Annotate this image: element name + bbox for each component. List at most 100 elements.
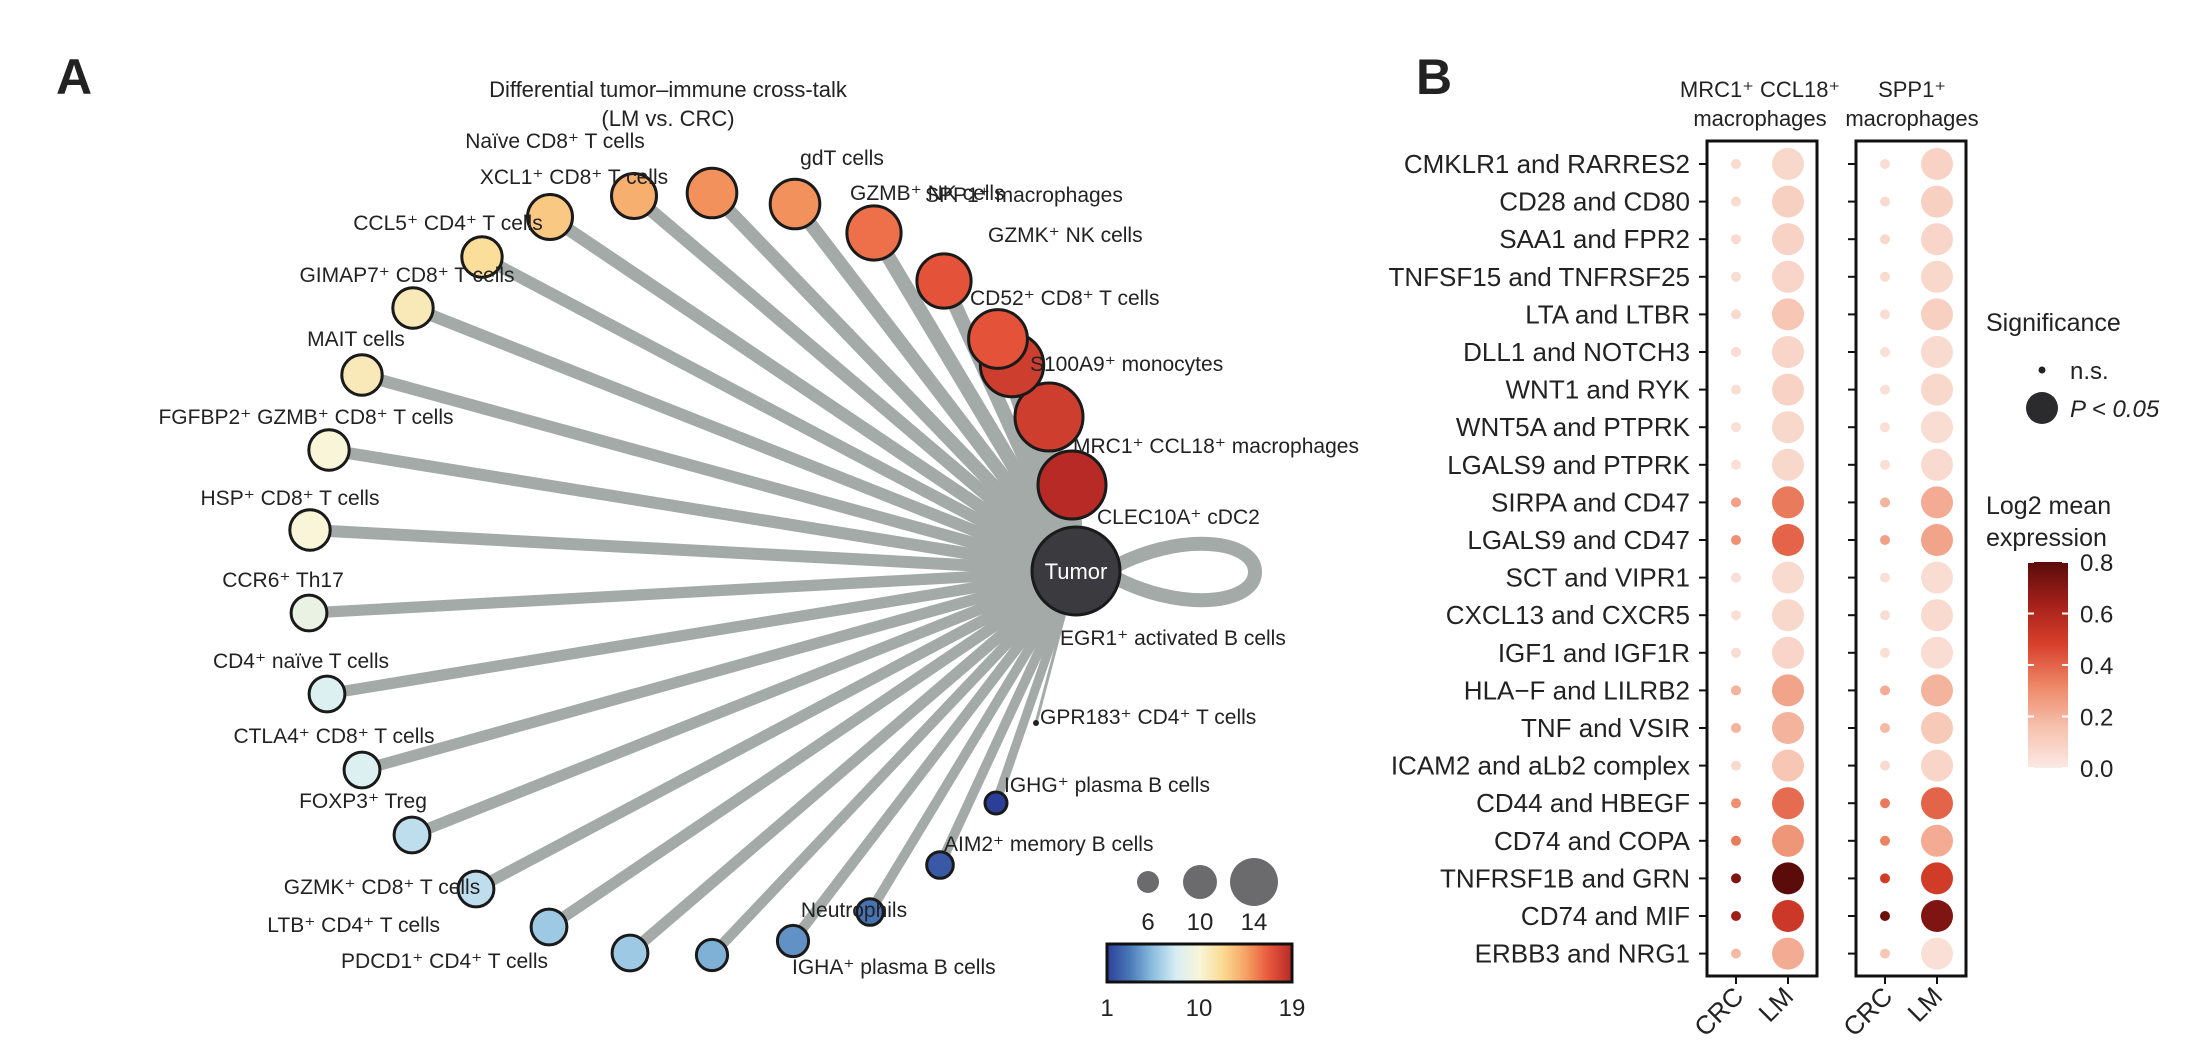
dot xyxy=(1772,448,1804,481)
node xyxy=(967,308,1029,370)
dot xyxy=(1880,685,1890,696)
node-label: HSP⁺ CD8⁺ T cells xyxy=(201,487,380,510)
color-legend-mid: 10 xyxy=(1186,995,1213,1022)
facet-header-1-line1: MRC1⁺ CCL18⁺ xyxy=(1680,77,1840,102)
node xyxy=(529,907,569,947)
panel-a: A Differential tumor–immune cross-talk (… xyxy=(56,49,1359,1022)
node-label: GIMAP7⁺ CD8⁺ T cells xyxy=(299,264,514,287)
row-label: LGALS9 and CD47 xyxy=(1467,525,1690,555)
tumor-self-loop xyxy=(1104,536,1263,608)
dot xyxy=(1772,185,1804,218)
dot xyxy=(1772,712,1804,744)
dot xyxy=(1921,336,1953,368)
legend-tick-label: 0.0 xyxy=(2080,756,2113,783)
dot xyxy=(1731,647,1741,658)
dot xyxy=(1772,561,1804,594)
dot xyxy=(1921,298,1953,331)
expression-legend-ticks: 0.80.60.40.20.0 xyxy=(2028,550,2113,783)
node xyxy=(526,193,574,241)
node-label: MAIT cells xyxy=(307,328,405,351)
dot xyxy=(1731,610,1741,621)
dot xyxy=(1772,937,1804,970)
dot xyxy=(1921,599,1953,632)
dot xyxy=(1921,900,1953,932)
node xyxy=(456,869,496,909)
row-label: DLL1 and NOTCH3 xyxy=(1463,337,1690,367)
significance-legend: Significance n.s. P < 0.05 xyxy=(1986,309,2160,424)
node xyxy=(1036,449,1108,521)
dot xyxy=(1921,448,1953,481)
row-label: CD28 and CD80 xyxy=(1499,187,1690,217)
panel-b: B MRC1⁺ CCL18⁺ macrophages SPP1⁺ macroph… xyxy=(1388,49,2159,1042)
node-label: CLEC10A⁺ cDC2 xyxy=(1097,506,1260,529)
node-label: CCL5⁺ CD4⁺ T cells xyxy=(353,212,542,235)
row-label: WNT1 and RYK xyxy=(1506,375,1691,405)
dot xyxy=(1880,459,1890,470)
node-label: CD52⁺ CD8⁺ T cells xyxy=(970,287,1159,310)
dot xyxy=(1880,572,1890,583)
dot xyxy=(1921,749,1953,782)
dot xyxy=(1772,599,1804,632)
node xyxy=(915,252,973,310)
node-label: AIM2⁺ memory B cells xyxy=(944,833,1153,856)
row-label: TNFRSF1B and GRN xyxy=(1440,863,1690,893)
node-label: IGHA⁺ plasma B cells xyxy=(792,956,996,979)
dot xyxy=(1731,159,1741,169)
node xyxy=(610,933,650,973)
edge xyxy=(543,210,1083,578)
legend-tick-label: 0.6 xyxy=(2080,602,2113,629)
dot xyxy=(1772,260,1804,293)
dot xyxy=(1921,260,1953,293)
node xyxy=(855,897,885,927)
expression-legend-bar xyxy=(2028,562,2068,768)
dot xyxy=(1731,798,1741,809)
facet-header-1-line2: macrophages xyxy=(1693,106,1826,131)
node-label: FGFBP2⁺ GZMB⁺ CD8⁺ T cells xyxy=(158,406,453,429)
dot xyxy=(1921,862,1953,895)
dot xyxy=(1921,411,1953,444)
facet-1-frame xyxy=(1705,139,1819,978)
size-legend-label-6: 6 xyxy=(1141,909,1154,936)
node xyxy=(983,790,1009,816)
dot xyxy=(1731,723,1741,733)
edge xyxy=(356,565,1082,776)
row-label: SAA1 and FPR2 xyxy=(1499,224,1690,254)
row-label: SCT and VIPR1 xyxy=(1505,563,1690,593)
edge xyxy=(470,565,1082,895)
dot xyxy=(1731,309,1741,320)
node xyxy=(845,204,903,262)
size-legend-dot-14 xyxy=(1230,858,1278,906)
node xyxy=(1013,381,1085,453)
legend-tick-label: 0.2 xyxy=(2080,705,2113,732)
node xyxy=(925,850,955,880)
expression-legend-title-1: Log2 mean xyxy=(1986,492,2111,520)
edge xyxy=(543,565,1082,933)
dot xyxy=(1921,712,1953,744)
dot xyxy=(1731,760,1741,771)
dot xyxy=(1880,384,1890,395)
dot-marks xyxy=(1731,148,1953,970)
dot xyxy=(1772,787,1804,820)
node-label: gdT cells xyxy=(800,147,884,170)
dot xyxy=(1731,835,1741,846)
row-label: LTA and LTBR xyxy=(1525,299,1690,329)
dot xyxy=(1921,674,1953,707)
network-edges xyxy=(303,186,1085,961)
node-label: GZMK⁺ CD8⁺ T cells xyxy=(284,876,480,899)
node xyxy=(307,674,347,714)
dot xyxy=(1880,723,1890,733)
node xyxy=(768,177,822,231)
edge xyxy=(321,565,1082,700)
network-title-line1: Differential tumor–immune cross-talk xyxy=(489,77,848,102)
panel-a-letter: A xyxy=(56,49,92,105)
row-label: CMKLR1 and RARRES2 xyxy=(1404,149,1690,179)
dot xyxy=(1921,787,1953,820)
dot xyxy=(1772,900,1804,932)
dot xyxy=(1772,298,1804,331)
network-nodes xyxy=(288,166,1108,973)
node xyxy=(342,750,382,790)
x-label-lm-1: LM xyxy=(1752,981,1799,1028)
edge xyxy=(304,524,1082,577)
color-legend-min: 1 xyxy=(1100,995,1113,1022)
legend-tick-label: 0.8 xyxy=(2080,550,2113,577)
